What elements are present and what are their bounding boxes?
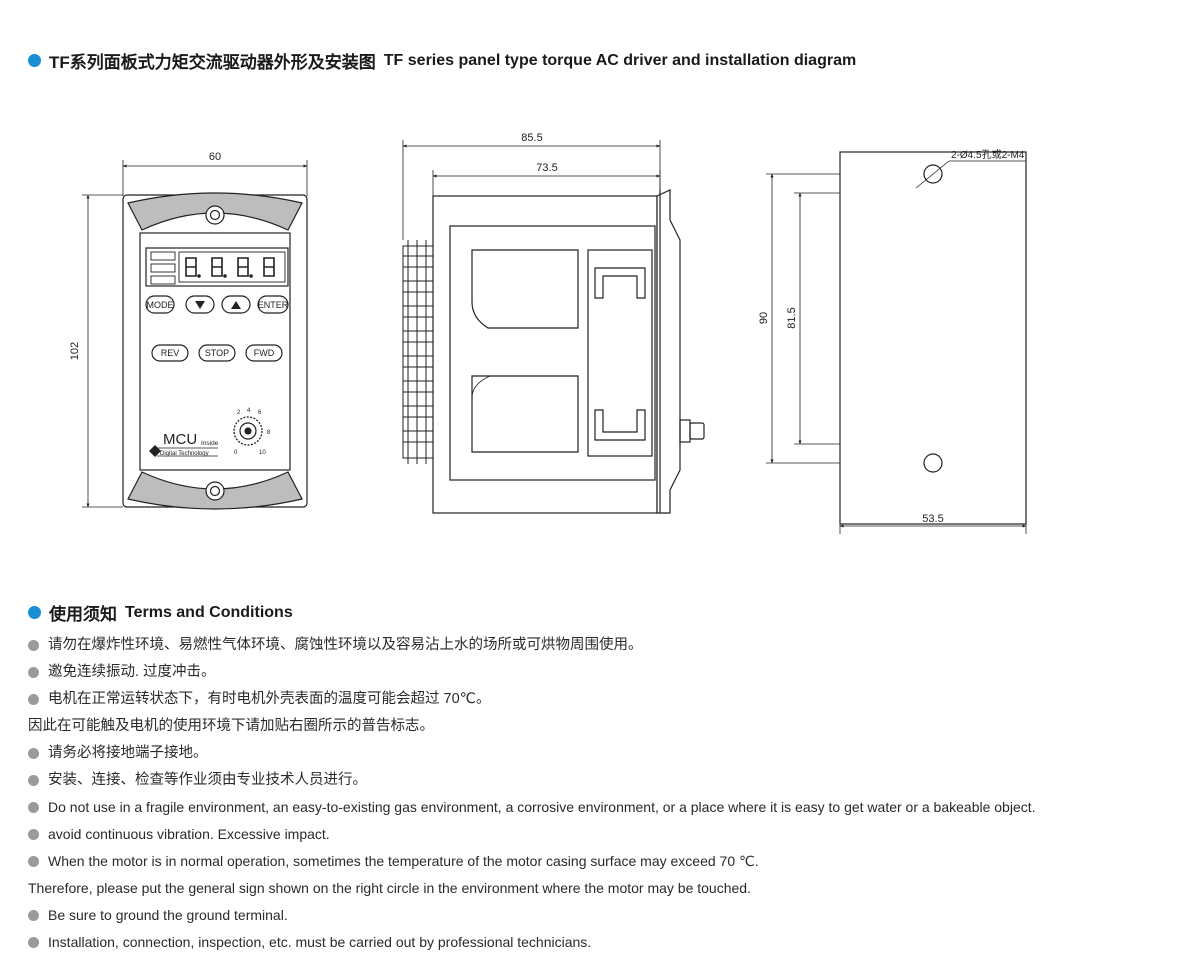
mount-hole-bottom-icon (923, 453, 943, 473)
bullet-icon (28, 775, 39, 786)
triangle-up-icon (231, 301, 241, 309)
technical-drawing: 60 102 MODE ENTER REV STOP FWD 2 4 6 8 0… (69, 132, 1027, 534)
terms-title-cn: 使用须知 (49, 605, 117, 624)
bullet-icon (28, 910, 39, 921)
pot-shaft (679, 419, 691, 443)
logo-tagline: Digital Technology (160, 451, 209, 457)
bottom-screw-icon (205, 481, 225, 501)
side-view (402, 140, 705, 514)
rev-button[interactable] (151, 344, 189, 362)
dim-total-depth: 85.5 (521, 132, 542, 144)
bullet-icon (28, 694, 39, 705)
lower-window (471, 375, 579, 453)
mounting-view (766, 151, 1027, 534)
lower-clip (594, 409, 646, 441)
upper-clip (594, 267, 646, 299)
top-screw-icon (205, 205, 225, 225)
pot-knob-icon (689, 422, 705, 440)
mode-label: MODE (147, 300, 174, 310)
term-line: Do not use in a fragile environment, an … (28, 794, 1178, 821)
terms-list: 请勿在爆炸性环境、易燃性气体环境、腐蚀性环境以及容易沾上水的场所或可烘物周围使用… (28, 632, 1178, 956)
logo-inside: Inside (201, 440, 219, 447)
term-line: 电机在正常运转状态下，有时电机外壳表面的温度可能会超过 70℃。 (28, 686, 1178, 713)
dial-num-10: 10 (259, 450, 266, 456)
dial-num-2: 2 (237, 410, 241, 416)
bullet-icon (28, 856, 39, 867)
front-panel (139, 232, 291, 471)
term-line: avoid continuous vibration. Excessive im… (28, 821, 1178, 848)
bullet-icon (28, 748, 39, 759)
stop-button[interactable] (198, 344, 236, 362)
mount-hole-top-icon (923, 164, 943, 184)
hole-spec-label: 2-Ø4.5孔或2-M4 (951, 149, 1025, 161)
front-view (82, 160, 308, 510)
term-line: When the motor is in normal operation, s… (28, 848, 1178, 875)
led-display (145, 247, 289, 287)
right-compartment (587, 249, 653, 457)
blue-dot-icon (28, 606, 41, 619)
dial-num-6: 6 (258, 410, 262, 416)
bullet-icon (28, 829, 39, 840)
term-line: 请勿在爆炸性环境、易燃性气体环境、腐蚀性环境以及容易沾上水的场所或可烘物周围使用… (28, 632, 1178, 659)
stop-label: STOP (205, 348, 229, 358)
term-line: Be sure to ground the ground terminal. (28, 902, 1178, 929)
dial-num-4: 4 (247, 408, 251, 414)
side-housing (432, 195, 658, 514)
dial-num-8: 8 (267, 430, 271, 436)
logo-mcu: MCU (163, 431, 197, 448)
terms-title-en: Terms and Conditions (125, 603, 293, 621)
term-line: 因此在可能触及电机的使用环境下请加贴右圈所示的普告标志。 (28, 718, 434, 734)
speed-dial-knob[interactable] (233, 416, 263, 446)
front-flange (656, 189, 681, 514)
mode-button[interactable] (145, 295, 175, 314)
dim-height-inner: 81.5 (786, 307, 798, 328)
bullet-icon (28, 667, 39, 678)
fwd-button[interactable] (245, 344, 283, 362)
term-line: Installation, connection, inspection, et… (28, 929, 1178, 956)
down-button[interactable] (185, 295, 215, 314)
mounting-cutout (839, 151, 1027, 525)
dim-height-outer: 90 (758, 312, 770, 324)
upper-window (471, 249, 579, 329)
bullet-icon (28, 802, 39, 813)
triangle-down-icon (195, 301, 205, 309)
diagram-header: TF系列面板式力矩交流驱动器外形及安装图 TF series panel typ… (28, 48, 856, 73)
dim-height-front: 102 (69, 342, 81, 360)
diagram-title-en: TF series panel type torque AC driver an… (383, 51, 857, 69)
blue-dot-icon (28, 54, 41, 67)
terms-header: 使用须知 Terms and Conditions (28, 600, 293, 625)
terminal-pins (402, 240, 434, 464)
dim-body-depth: 73.5 (536, 162, 557, 174)
term-line: 邀免连续振动. 过度冲击。 (28, 659, 1178, 686)
bullet-icon (28, 640, 39, 651)
rev-label: REV (161, 348, 180, 358)
dim-width-front: 60 (209, 151, 221, 163)
enter-button[interactable] (257, 295, 289, 314)
term-line: Therefore, please put the general sign s… (28, 880, 751, 896)
diagram-title-cn: TF系列面板式力矩交流驱动器外形及安装图 (49, 53, 376, 72)
fwd-label: FWD (254, 348, 275, 358)
side-inner-frame (449, 225, 656, 481)
led-digits (185, 257, 275, 278)
dial-num-0: 0 (234, 450, 238, 456)
dim-width-mount: 53.5 (922, 513, 943, 525)
enter-label: ENTER (258, 300, 289, 310)
term-line: 安装、连接、检查等作业须由专业技术人员进行。 (28, 767, 1178, 794)
bullet-icon (28, 937, 39, 948)
term-line: 请务必将接地端子接地。 (28, 740, 1178, 767)
up-button[interactable] (221, 295, 251, 314)
